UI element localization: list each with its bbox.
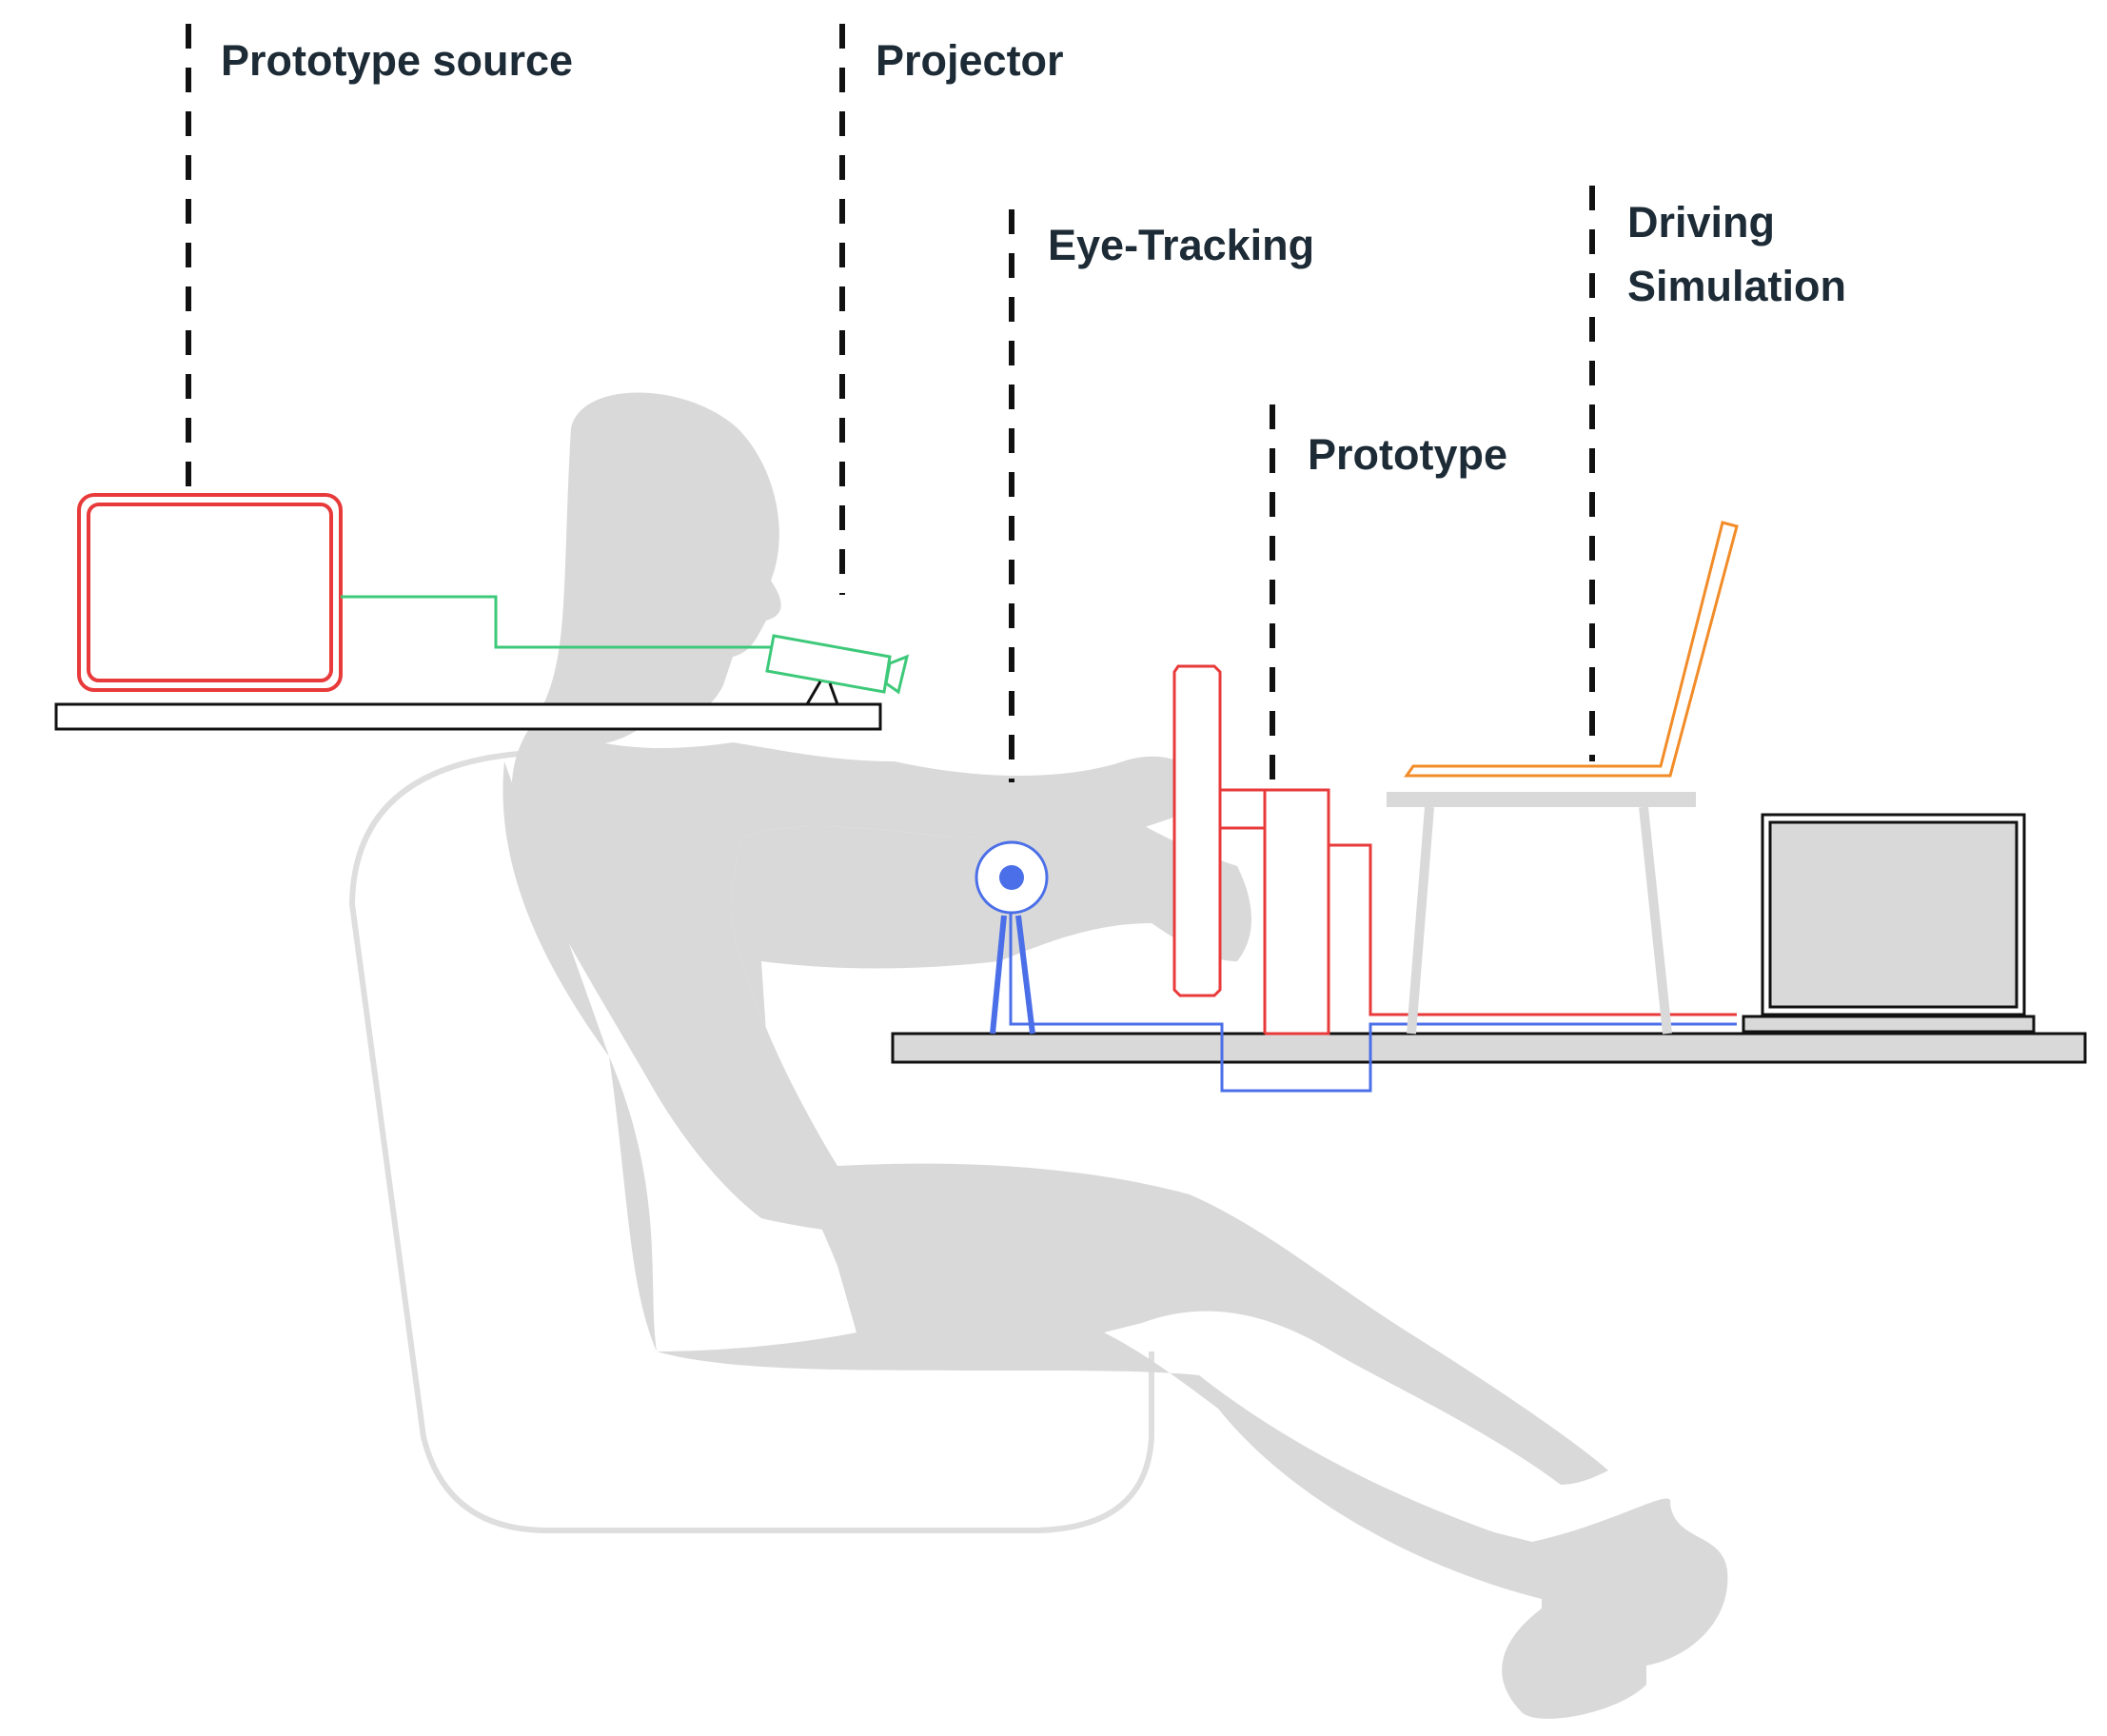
- person-silhouette: [502, 392, 1728, 1719]
- black-laptop: [1742, 813, 2036, 1034]
- prototype-device: [1172, 664, 1737, 1036]
- eye-tracker-device: [975, 840, 1049, 1035]
- driving-simulation-label-line1: Driving: [1627, 198, 1776, 247]
- prototype-source-monitor: [77, 493, 343, 692]
- eye-tracking-cable: [1009, 914, 1737, 1093]
- person-torso: [511, 723, 1193, 1247]
- driving-simulation-label: Driving Simulation: [1627, 190, 1846, 318]
- desk: [891, 1032, 2087, 1064]
- person-body: [502, 761, 1728, 1719]
- chair-outline: [348, 751, 1154, 1534]
- prototype-source-label: Prototype source: [221, 36, 574, 85]
- projector-label: Projector: [876, 36, 1064, 85]
- eye-tracking-label: Eye-Tracking: [1048, 221, 1315, 269]
- upper-shelf: [54, 702, 882, 731]
- projector-device: [765, 634, 910, 705]
- side-table: [1387, 792, 1696, 1035]
- driving-simulation-label-line2: Simulation: [1627, 262, 1847, 310]
- person-head: [533, 392, 781, 745]
- driving-simulation-laptop: [1404, 521, 1739, 778]
- projector-cable: [341, 595, 773, 649]
- prototype-label: Prototype: [1308, 430, 1508, 479]
